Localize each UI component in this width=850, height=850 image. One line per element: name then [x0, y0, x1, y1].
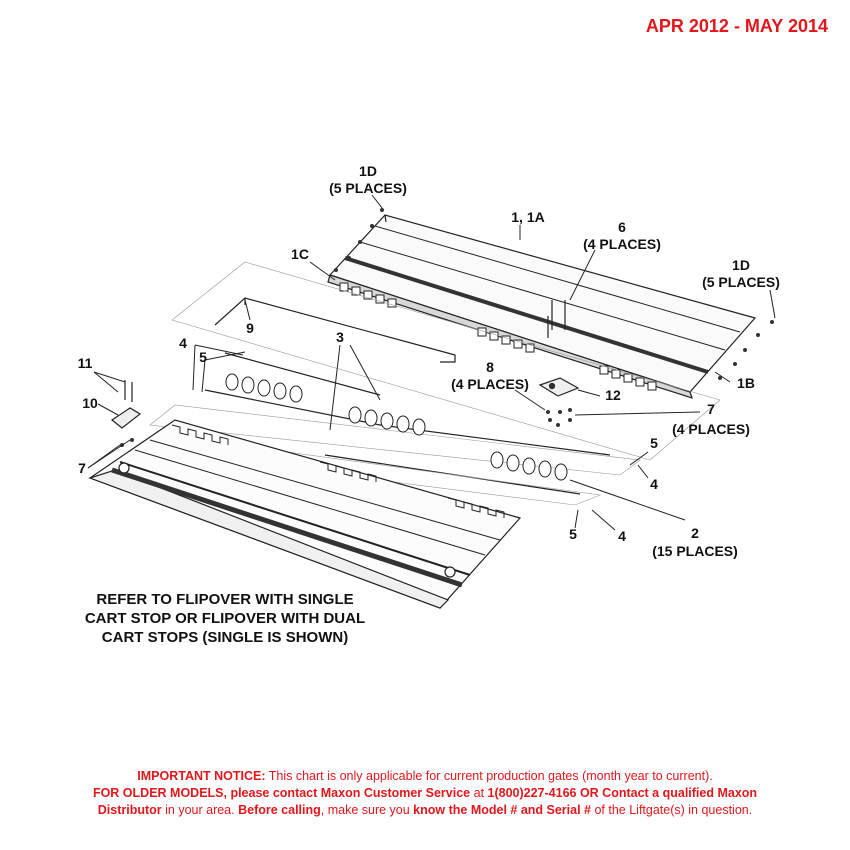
notice-area-text: in your area.: [161, 803, 239, 817]
label-1d-right: 1D: [732, 257, 750, 273]
rollers: [225, 373, 568, 481]
important-notice: IMPORTANT NOTICE: This chart is only app…: [40, 768, 810, 819]
notice-make-sure-text: , make sure you: [320, 803, 414, 817]
notice-older-label: FOR OLDER MODELS, please contact Maxon C…: [92, 786, 471, 800]
platform-upper: [327, 208, 774, 427]
date-range-title: APR 2012 - MAY 2014: [645, 16, 828, 36]
label-4-bottom: 4: [618, 528, 626, 544]
label-7-right: 7: [707, 401, 715, 417]
notice-know-label: know the Model # and Serial #: [413, 803, 591, 817]
label-5-bottom: 5: [569, 526, 577, 542]
hinge-pins: [149, 352, 641, 506]
label-2-places: (15 PLACES): [652, 543, 738, 559]
leader-lines: [87, 194, 776, 531]
label-6: 6: [618, 219, 626, 235]
label-12: 12: [605, 387, 621, 403]
label-10: 10: [82, 395, 98, 411]
reference-note-line-2: CART STOP OR FLIPOVER WITH DUAL: [84, 610, 366, 627]
label-1-1a: 1, 1A: [511, 209, 544, 225]
notice-distributor-label: Distributor: [97, 803, 162, 817]
notice-at-text: at: [470, 786, 488, 800]
label-1d-top-places: (5 PLACES): [329, 180, 407, 196]
notice-line-1: IMPORTANT NOTICE: This chart is only app…: [40, 768, 810, 785]
notice-important-label: IMPORTANT NOTICE:: [137, 769, 266, 783]
label-1d-top: 1D: [359, 163, 377, 179]
label-4-left: 4: [179, 335, 187, 351]
flipover-platform: [88, 419, 522, 609]
notice-end-text: of the Liftgate(s) in question.: [591, 803, 753, 817]
label-5-left: 5: [199, 349, 207, 365]
notice-before-label: Before calling: [238, 803, 321, 817]
label-1d-right-places: (5 PLACES): [702, 274, 780, 290]
notice-phone-text: 1(800)227-4166 OR Contact a qualified Ma…: [487, 786, 758, 800]
label-7-left: 7: [78, 460, 86, 476]
label-3: 3: [336, 329, 344, 345]
cart-stop-assembly: [110, 380, 142, 447]
label-11: 11: [78, 355, 93, 371]
label-7-right-places: (4 PLACES): [672, 421, 750, 437]
reference-note-line-1: REFER TO FLIPOVER WITH SINGLE: [96, 591, 354, 608]
reference-note-line-3: CART STOPS (SINGLE IS SHOWN): [101, 629, 349, 646]
callout-labels: 1D (5 PLACES) 1, 1A 6 (4 PLACES) 1C 1D (…: [78, 163, 780, 559]
label-6-places: (4 PLACES): [583, 236, 661, 252]
reference-note: REFER TO FLIPOVER WITH SINGLE CART STOP …: [60, 590, 390, 647]
label-2: 2: [691, 525, 699, 541]
label-1c: 1C: [291, 246, 309, 262]
label-8-places: (4 PLACES): [451, 376, 529, 392]
label-9: 9: [246, 320, 254, 336]
notice-important-text: This chart is only applicable for curren…: [265, 769, 713, 783]
notice-line-2: FOR OLDER MODELS, please contact Maxon C…: [40, 785, 810, 802]
label-5-right: 5: [650, 435, 658, 451]
label-8: 8: [486, 359, 494, 375]
notice-line-3: Distributor in your area. Before calling…: [40, 802, 810, 819]
label-4-right: 4: [650, 476, 658, 492]
label-1b: 1B: [737, 375, 755, 391]
